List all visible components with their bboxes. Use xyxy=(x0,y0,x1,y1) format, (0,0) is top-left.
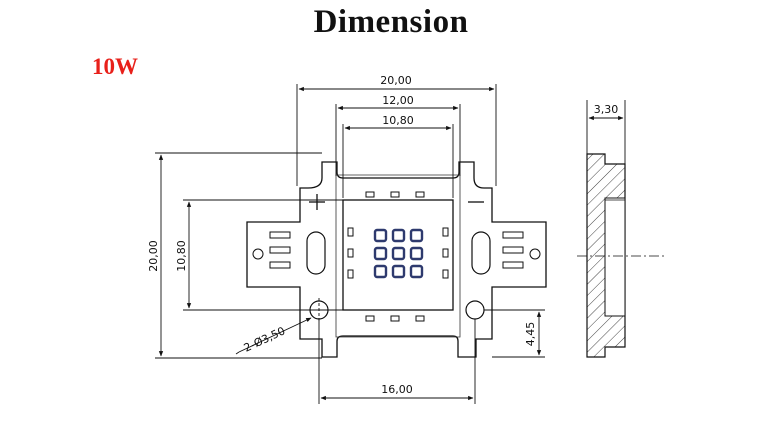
led-chip xyxy=(373,228,388,243)
led-chip xyxy=(391,246,406,261)
polarity-marks xyxy=(309,194,484,210)
led-chip xyxy=(391,264,406,279)
dim-thickness: 3,30 xyxy=(594,103,619,116)
led-chip-array xyxy=(373,228,424,279)
dim-outer-width: 20,00 xyxy=(380,74,412,87)
led-die-area xyxy=(342,199,454,311)
right-tab-pads xyxy=(502,231,541,269)
left-tab-pads xyxy=(252,231,291,269)
dim-die-height: 10,80 xyxy=(175,240,188,272)
led-chip xyxy=(373,246,388,261)
power-rating-label: 10W xyxy=(92,54,138,79)
led-chip xyxy=(409,264,424,279)
slots xyxy=(306,231,491,275)
board-outline xyxy=(246,161,547,358)
dim-hole-spacing: 16,00 xyxy=(381,383,413,396)
led-chip xyxy=(409,228,424,243)
side-view xyxy=(577,100,666,358)
led-chip xyxy=(373,264,388,279)
dim-hole-diameter: 2-Ø3,50 xyxy=(242,324,287,354)
dimension-lines xyxy=(155,84,545,404)
dim-outer-height: 20,00 xyxy=(147,240,160,272)
bond-pads xyxy=(347,191,449,322)
page-title: Dimension xyxy=(313,4,469,40)
dim-die-width: 10,80 xyxy=(382,114,414,127)
dim-pad-span: 12,00 xyxy=(382,94,414,107)
led-chip xyxy=(391,228,406,243)
led-chip xyxy=(409,246,424,261)
dim-hole-offset: 4,45 xyxy=(524,322,537,347)
